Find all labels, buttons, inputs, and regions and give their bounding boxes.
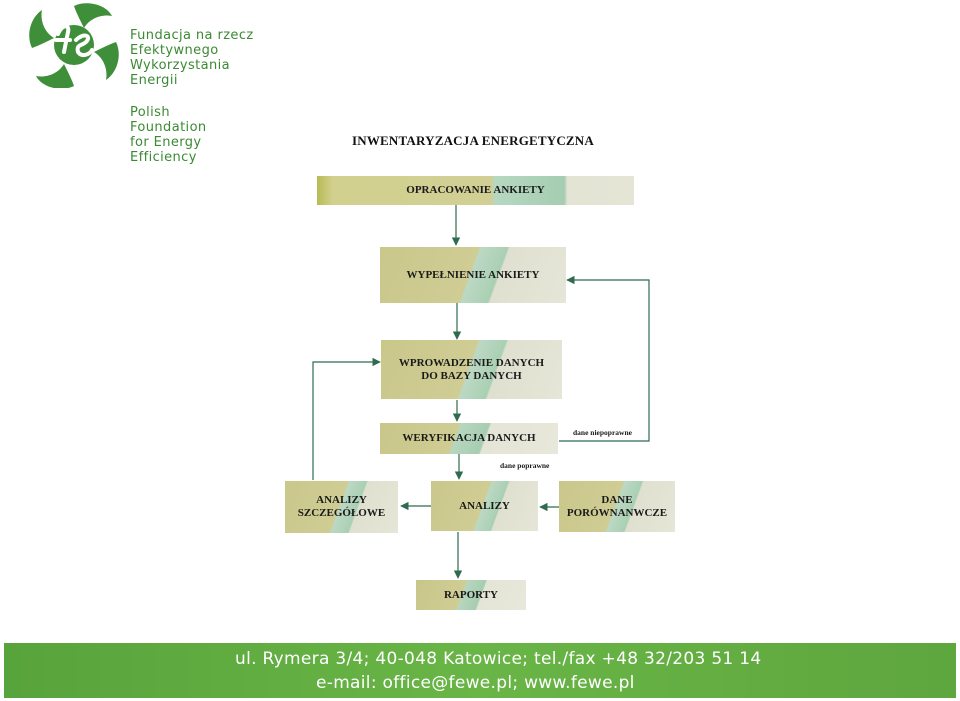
step-detailed-analyses: ANALIZY SZCZEGÓŁOWE (285, 481, 398, 533)
step-data-entry-label: WPROWADZENIE DANYCH DO BAZY DANYCH (398, 356, 545, 382)
label-correct-data: dane poprawne (500, 461, 550, 470)
step-comparative-data-label: DANE PORÓWNANWCZE (566, 493, 668, 519)
step-data-entry: WPROWADZENIE DANYCH DO BAZY DANYCH (381, 340, 562, 399)
step-survey-fill-label: WYPEŁNIENIE ANKIETY (406, 268, 540, 281)
step-reports-label: RAPORTY (443, 588, 498, 601)
arrow-incorrect-loop (559, 275, 650, 442)
fewe-logo (29, 3, 119, 88)
step-survey-design-label: OPRACOWANIE ANKIETY (406, 184, 545, 196)
footer-address: ul. Rymera 3/4; 40-048 Katowice; tel./fa… (235, 649, 762, 669)
organization-name-polish: Fundacja na rzecz Efektywnego Wykorzysta… (130, 28, 254, 88)
step-comparative-data: DANE PORÓWNANWCZE (559, 481, 675, 532)
diagram-title: INWENTARYZACJA ENERGETYCZNA (352, 133, 594, 148)
step-survey-fill: WYPEŁNIENIE ANKIETY (380, 247, 566, 303)
organization-name-english: Polish Foundation for Energy Efficiency (130, 105, 207, 165)
step-analyses: ANALIZY (431, 481, 538, 531)
step-detailed-analyses-label: ANALIZY SZCZEGÓŁOWE (297, 494, 386, 519)
label-incorrect-data: dane niepoprawne (573, 428, 632, 437)
step-verification-label: WERYFIKACJA DANYCH (402, 432, 536, 444)
arrow-detailed-loop (312, 357, 381, 480)
footer-contact: e-mail: office@fewe.pl; www.fewe.pl (316, 673, 635, 693)
step-analyses-label: ANALIZY (459, 499, 510, 512)
step-survey-design: OPRACOWANIE ANKIETY (317, 176, 634, 205)
footer-bar: ul. Rymera 3/4; 40-048 Katowice; tel./fa… (4, 643, 956, 698)
step-verification: WERYFIKACJA DANYCH (380, 423, 558, 454)
step-reports: RAPORTY (416, 580, 526, 610)
